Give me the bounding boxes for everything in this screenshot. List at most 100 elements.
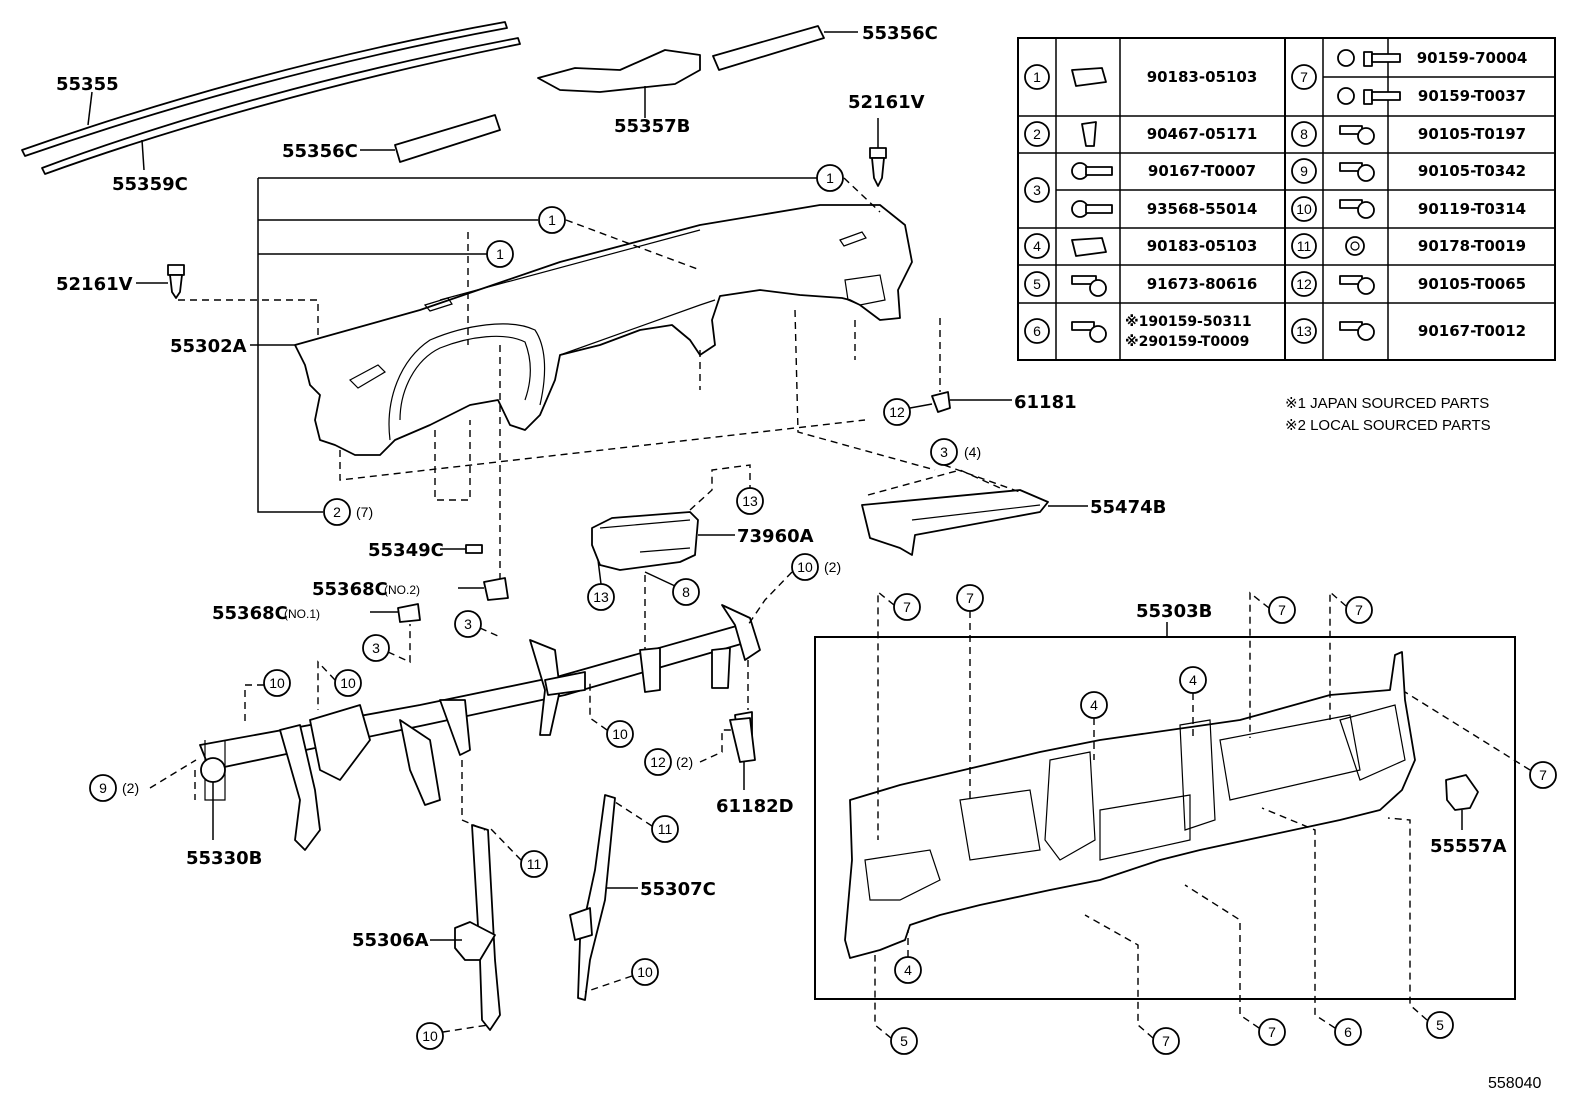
note-local-sourced: ※2 LOCAL SOURCED PARTS (1285, 417, 1491, 434)
label-55355: 55355 (56, 74, 119, 95)
callout-7g: 7 (1258, 1018, 1286, 1046)
bolt-icon (1339, 275, 1375, 295)
fastener-part-number: 90105-T0065 (1418, 275, 1526, 293)
qty-9: (2) (122, 780, 139, 796)
svg-text:7: 7 (1268, 1024, 1276, 1040)
fastener-part-number: 90119-T0314 (1418, 200, 1526, 218)
bracket-61181[interactable] (931, 391, 951, 413)
svg-text:10: 10 (797, 559, 813, 575)
svg-text:4: 4 (1033, 238, 1041, 254)
svg-text:2: 2 (1033, 126, 1041, 142)
svg-text:3: 3 (1033, 182, 1041, 198)
clip-52161v-right[interactable] (869, 147, 887, 187)
svg-text:9: 9 (1300, 163, 1308, 179)
svg-text:10: 10 (637, 964, 653, 980)
qty-2: (7) (356, 504, 373, 520)
bracket-55368c-no2[interactable] (483, 577, 509, 601)
label-73960a: 73960A (737, 526, 814, 547)
svg-text:6: 6 (1033, 323, 1041, 339)
clip-nut-icon (1071, 67, 1107, 87)
bracket-61182d[interactable] (729, 717, 756, 763)
callout-6: 6 (1334, 1018, 1362, 1046)
nut-icon (1345, 236, 1365, 256)
bolt-icon (1339, 125, 1375, 145)
callout-7f: 7 (1152, 1027, 1180, 1055)
label-55368c-no2: 55368C (312, 579, 388, 600)
callout-8: 8 (672, 578, 700, 606)
reinforcement-55303b[interactable] (844, 651, 1416, 959)
svg-text:11: 11 (1297, 238, 1312, 254)
fastener-part-number: 90105-T0197 (1418, 125, 1526, 143)
callout-12b: 12 (644, 748, 672, 776)
pad-55357b[interactable] (537, 49, 701, 93)
clip-55557a[interactable] (1445, 774, 1479, 811)
reinforcement-55303b-box (814, 636, 1516, 1000)
svg-text:1: 1 (496, 246, 504, 262)
qty-12: (2) (676, 754, 693, 770)
label-55474b: 55474B (1090, 497, 1166, 518)
svg-text:12: 12 (1296, 276, 1312, 292)
airbag-73960a[interactable] (591, 511, 699, 571)
callout-13b: 13 (587, 583, 615, 611)
fastener-part-number: 91673-80616 (1147, 275, 1258, 293)
instrument-panel-55302a[interactable] (294, 204, 913, 456)
svg-text:10: 10 (1296, 201, 1312, 217)
molding-55355[interactable] (21, 21, 508, 157)
fastener-part-number: 90167-T0012 (1418, 322, 1526, 340)
label-55368c-no1-sub: (NO.1) (284, 607, 320, 621)
callout-11b: 11 (651, 815, 679, 843)
molding-55359c[interactable] (41, 37, 521, 175)
clip-52161v-left[interactable] (167, 264, 185, 299)
qty-3: (4) (964, 444, 981, 460)
bolt-icon (1071, 321, 1107, 343)
callout-5b: 5 (1426, 1011, 1454, 1039)
fastener-part-number: 90159-70004 (1417, 49, 1528, 67)
bolt-icon (1339, 199, 1375, 219)
svg-text:7: 7 (903, 599, 911, 615)
brace-55306a[interactable] (454, 824, 501, 1031)
callout-10f: 10 (631, 958, 659, 986)
svg-text:13: 13 (593, 589, 609, 605)
label-52161v-left: 52161V (56, 274, 133, 295)
svg-text:10: 10 (340, 675, 356, 691)
fastener-part-number: 90105-T0342 (1418, 162, 1526, 180)
svg-text:6: 6 (1344, 1024, 1352, 1040)
pad-55356c-mid[interactable] (394, 114, 501, 163)
note-japan-sourced: ※1 JAPAN SOURCED PARTS (1285, 395, 1489, 412)
callout-4a: 4 (1080, 691, 1108, 719)
callout-7b: 7 (956, 584, 984, 612)
callout-10d: 10 (606, 720, 634, 748)
callout-7c: 7 (1268, 596, 1296, 624)
svg-text:1: 1 (1033, 69, 1041, 85)
clip-55349c[interactable] (465, 544, 483, 554)
qty-10: (2) (824, 559, 841, 575)
callout-1b: 1 (538, 206, 566, 234)
svg-text:7: 7 (1355, 602, 1363, 618)
bracket-55474b[interactable] (861, 489, 1049, 556)
bracket-55368c-no1[interactable] (397, 603, 421, 623)
label-55557a: 55557A (1430, 836, 1507, 857)
label-55356c-mid: 55356C (282, 141, 358, 162)
svg-text:12: 12 (650, 754, 666, 770)
svg-text:10: 10 (612, 726, 628, 742)
svg-text:3: 3 (372, 640, 380, 656)
pad-55356c-top[interactable] (712, 25, 825, 71)
bolt-icon (1071, 200, 1113, 218)
svg-text:13: 13 (742, 493, 758, 509)
svg-text:7: 7 (1278, 602, 1286, 618)
svg-text:11: 11 (658, 821, 673, 837)
screw-icon (1337, 87, 1401, 105)
svg-text:8: 8 (682, 584, 690, 600)
callout-2: 2 (323, 498, 351, 526)
svg-text:1: 1 (826, 170, 834, 186)
brace-55307c[interactable] (569, 794, 616, 1001)
reinforcement-55330b[interactable] (199, 604, 761, 851)
svg-text:11: 11 (527, 856, 542, 872)
label-52161v-right: 52161V (848, 92, 925, 113)
fastener-part-number: ※190159-50311 (1125, 314, 1252, 330)
callout-1c: 1 (486, 240, 514, 268)
callout-4b: 4 (1179, 666, 1207, 694)
label-55349c: 55349C (368, 540, 444, 561)
label-55368c-no2-sub: (NO.2) (384, 583, 420, 597)
fastener-part-number: 90183-05103 (1147, 237, 1258, 255)
